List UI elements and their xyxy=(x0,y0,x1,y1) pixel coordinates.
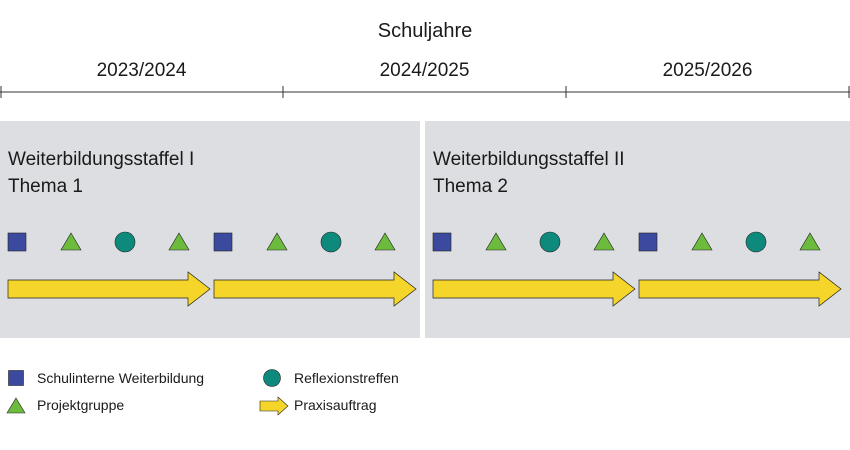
staffel-block-1: Weiterbildungsstaffel I Thema 1 xyxy=(0,121,420,338)
year-labels: 2023/2024 2024/2025 2025/2026 xyxy=(0,58,850,98)
circle-icon xyxy=(745,231,767,253)
legend-label-weiterbildung: Schulinterne Weiterbildung xyxy=(37,370,205,386)
legend-label-projektgruppe: Projektgruppe xyxy=(37,397,125,413)
staffel-block-2: Weiterbildungsstaffel II Thema 2 xyxy=(425,121,850,338)
staffel-title: Weiterbildungsstaffel II xyxy=(433,149,625,170)
timeline-axis xyxy=(0,86,850,98)
praxisauftrag-arrow xyxy=(213,271,417,307)
legend-label-reflexionstreffen: Reflexionstreffen xyxy=(294,370,399,386)
triangle-icon xyxy=(485,232,507,251)
diagram-title: Schuljahre xyxy=(377,20,473,42)
circle-icon xyxy=(320,231,342,253)
staffel-topic: Thema 1 xyxy=(8,176,83,197)
triangle-icon xyxy=(60,232,82,251)
triangle-icon xyxy=(799,232,821,251)
circle-icon xyxy=(539,231,561,253)
triangle-icon xyxy=(168,232,190,251)
square-icon xyxy=(8,370,24,386)
year-label-1: 2023/2024 xyxy=(96,60,187,81)
staffel-topic: Thema 2 xyxy=(433,176,508,197)
triangle-icon xyxy=(593,232,615,251)
triangle-icon xyxy=(374,232,396,251)
staffel-heading: Weiterbildungsstaffel I Thema 1 xyxy=(8,146,194,200)
year-label-2: 2024/2025 xyxy=(379,60,470,81)
triangle-icon xyxy=(691,232,713,251)
triangle-icon xyxy=(266,232,288,251)
circle-icon xyxy=(114,231,136,253)
praxisauftrag-arrow xyxy=(7,271,211,307)
triangle-icon xyxy=(6,397,26,414)
square-icon xyxy=(432,232,452,252)
staffel-sequence xyxy=(7,231,417,307)
square-icon xyxy=(213,232,233,252)
year-label-3: 2025/2026 xyxy=(662,60,753,81)
staffel-sequence xyxy=(432,231,842,307)
praxisauftrag-arrow xyxy=(638,271,842,307)
square-icon xyxy=(7,232,27,252)
staffel-heading: Weiterbildungsstaffel II Thema 2 xyxy=(433,146,625,200)
arrow-icon xyxy=(259,396,289,416)
staffel-title: Weiterbildungsstaffel I xyxy=(8,149,195,170)
praxisauftrag-arrow xyxy=(432,271,636,307)
circle-icon xyxy=(263,369,281,387)
legend-label-praxisauftrag: Praxisauftrag xyxy=(294,397,377,413)
square-icon xyxy=(638,232,658,252)
